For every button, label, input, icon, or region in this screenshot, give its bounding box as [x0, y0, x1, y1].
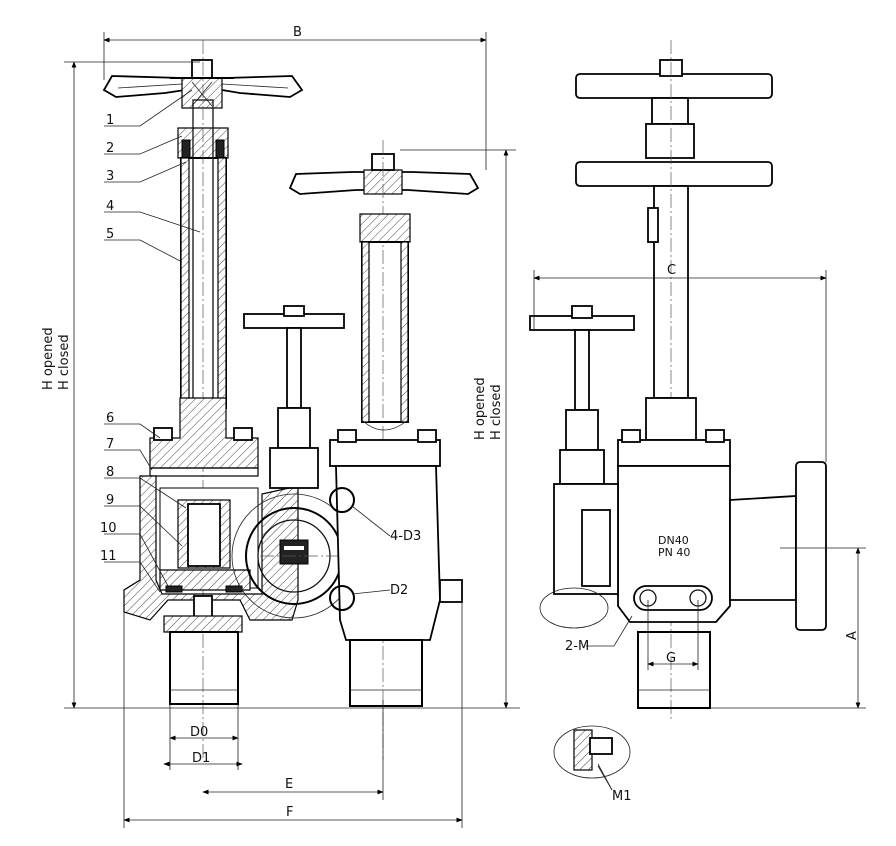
dim-d0: D0 — [190, 725, 208, 740]
part-label-8: 8 — [106, 465, 114, 480]
part-label-3: 3 — [106, 169, 114, 184]
dn-marking: DN40 — [658, 534, 689, 547]
stem-bonnet-tube — [180, 40, 227, 760]
valve-body — [123, 475, 299, 621]
dim-h-closed-left: H closed — [57, 334, 72, 390]
part-label-1: 1 — [106, 113, 114, 128]
dim-d1: D1 — [192, 751, 210, 766]
dim-h-opened-left: H opened — [41, 327, 56, 390]
dim-f: F — [286, 805, 293, 820]
dim-g: G — [666, 651, 676, 666]
part-leaders — [104, 89, 633, 791]
dimension-lines — [64, 32, 866, 828]
part-label-6: 6 — [106, 411, 114, 426]
needle-valve — [243, 305, 345, 489]
part-label-5: 5 — [106, 227, 114, 242]
part-label-10: 10 — [100, 521, 117, 536]
pn-marking: PN 40 — [658, 546, 690, 559]
part-label-7: 7 — [106, 437, 114, 452]
outlet-pipe — [163, 615, 243, 705]
dim-d2: D2 — [390, 583, 408, 598]
part-label-4: 4 — [106, 199, 114, 214]
dim-b: B — [293, 25, 302, 40]
dim-h-closed-middle: H closed — [489, 384, 504, 440]
bonnet-flange — [149, 397, 259, 477]
dim-m1: M1 — [612, 789, 632, 804]
dim-c: C — [667, 263, 676, 278]
dim-2-m: 2-M — [565, 639, 589, 654]
dim-a: A — [845, 631, 860, 640]
dim-4-d3: 4-D3 — [390, 529, 421, 544]
part-labels: 1 2 3 4 5 6 7 8 9 10 11 — [100, 113, 117, 564]
sectional-view — [102, 40, 400, 760]
dimension-labels: B C A G D0 D1 E F 4-D3 D2 2-M M1 H opene… — [41, 25, 860, 820]
dim-h-opened-middle: H opened — [473, 377, 488, 440]
part-label-2: 2 — [106, 141, 114, 156]
side-view: DN40 PN 40 — [529, 40, 827, 720]
dim-e: E — [285, 777, 293, 792]
part-label-11: 11 — [100, 549, 117, 564]
part-label-9: 9 — [106, 493, 114, 508]
front-view — [243, 140, 480, 760]
detail-view-m1 — [553, 725, 631, 791]
